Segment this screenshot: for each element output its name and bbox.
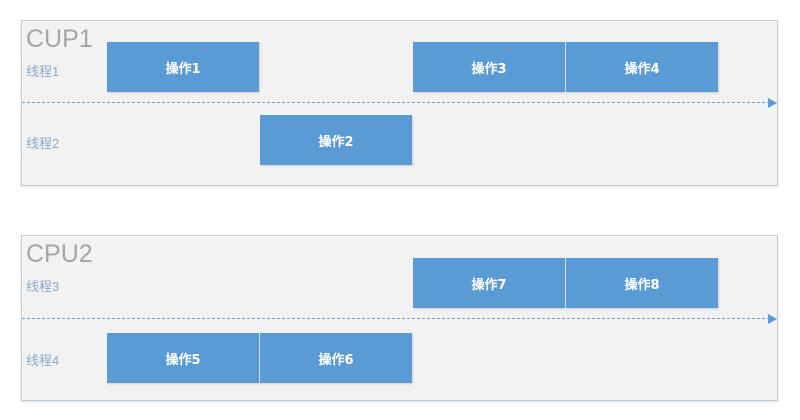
thread1-label: 线程1 xyxy=(26,64,60,79)
timeline-axis xyxy=(22,102,770,103)
operation-block: 操作3 xyxy=(413,42,565,92)
thread3-label: 线程3 xyxy=(26,279,60,294)
timeline-arrow-icon xyxy=(768,98,777,108)
timeline-arrow-icon xyxy=(768,314,777,324)
operation-block: 操作7 xyxy=(413,258,565,308)
operation-block: 操作2 xyxy=(260,115,412,165)
operation-block: 操作5 xyxy=(107,333,259,383)
timeline-axis xyxy=(22,318,770,319)
thread2-label: 线程2 xyxy=(26,136,60,151)
cpu2-panel: CPU2 线程3 线程4 操作5 操作6 操作7 操作8 xyxy=(21,235,778,401)
thread4-label: 线程4 xyxy=(26,353,60,368)
cpu1-panel: CUP1 线程1 线程2 操作1 操作2 操作3 操作4 xyxy=(21,20,778,186)
cpu2-title: CPU2 xyxy=(26,240,93,268)
operation-block: 操作8 xyxy=(566,258,718,308)
cpu1-title: CUP1 xyxy=(26,25,93,53)
operation-block: 操作1 xyxy=(107,42,259,92)
operation-block: 操作4 xyxy=(566,42,718,92)
operation-block: 操作6 xyxy=(260,333,412,383)
